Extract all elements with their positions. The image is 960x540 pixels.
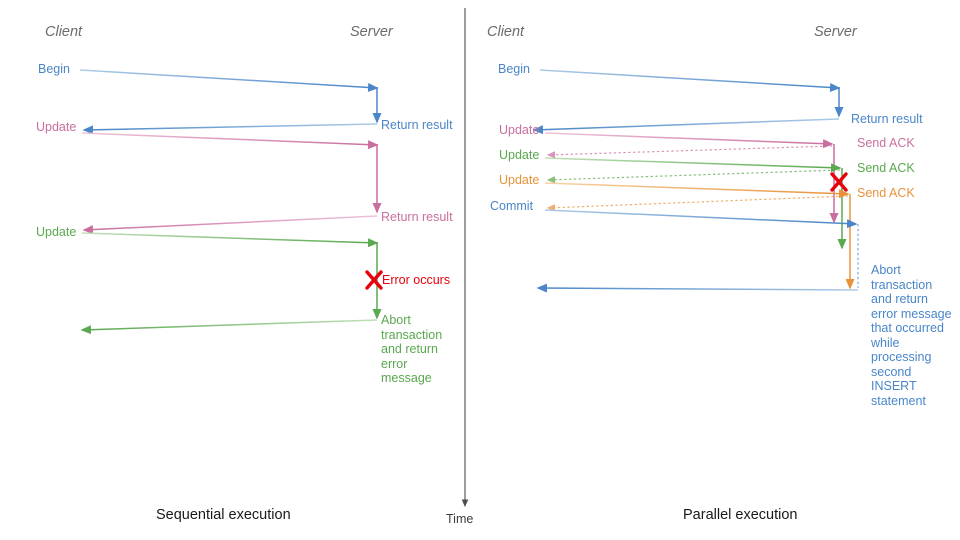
left-label-return-result-2: Return result <box>381 210 453 224</box>
right-msg-update-green <box>544 157 847 250</box>
right-msg-update-orange <box>544 182 855 290</box>
time-axis-label: Time <box>446 512 474 526</box>
right-msg-return-result <box>532 118 840 135</box>
left-label-abort-message: Abort transaction and return error messa… <box>381 313 443 385</box>
right-msg-abort-return <box>536 283 859 293</box>
right-msg-commit <box>544 209 859 288</box>
right-panel-flows <box>532 69 859 293</box>
right-label-ack-1: Send ACK <box>857 136 915 150</box>
right-label-update-1: Update <box>499 123 540 137</box>
right-msg-begin <box>539 69 844 118</box>
right-msg-ack-green <box>546 169 841 184</box>
right-msg-update-pink <box>544 132 839 224</box>
left-msg-abort-return <box>80 319 378 335</box>
right-label-update-3: Update <box>499 173 540 187</box>
left-msg-update-1 <box>81 132 382 214</box>
right-label-update-2: Update <box>499 148 540 162</box>
left-label-update-2: Update <box>36 225 77 239</box>
left-msg-return-result-2 <box>82 215 378 235</box>
left-msg-update-2 <box>81 232 382 320</box>
left-label-update-1: Update <box>36 120 77 134</box>
left-label-return-result-1: Return result <box>381 118 453 132</box>
right-label-abort-message: Abort transaction and return error messa… <box>871 263 952 408</box>
error-x-icon-right <box>830 172 848 192</box>
right-label-return-result: Return result <box>851 112 923 126</box>
right-msg-ack-orange <box>546 195 849 212</box>
right-label-commit: Commit <box>490 199 534 213</box>
left-actor-server: Server <box>350 24 393 40</box>
right-actor-server: Server <box>814 24 857 40</box>
error-x-icon-left <box>365 270 383 290</box>
left-panel-caption: Sequential execution <box>156 507 291 523</box>
right-label-begin: Begin <box>498 62 530 76</box>
left-panel-flows <box>79 69 382 335</box>
right-label-ack-3: Send ACK <box>857 186 915 200</box>
left-msg-return-result-1 <box>82 123 378 135</box>
right-label-ack-2: Send ACK <box>857 161 915 175</box>
left-label-begin: Begin <box>38 62 70 76</box>
left-actor-client: Client <box>45 24 83 40</box>
left-label-error-occurs: Error occurs <box>382 273 451 287</box>
left-msg-begin <box>79 69 382 124</box>
right-actor-client: Client <box>487 24 525 40</box>
right-panel-caption: Parallel execution <box>683 507 798 523</box>
right-msg-ack-pink <box>546 145 833 159</box>
